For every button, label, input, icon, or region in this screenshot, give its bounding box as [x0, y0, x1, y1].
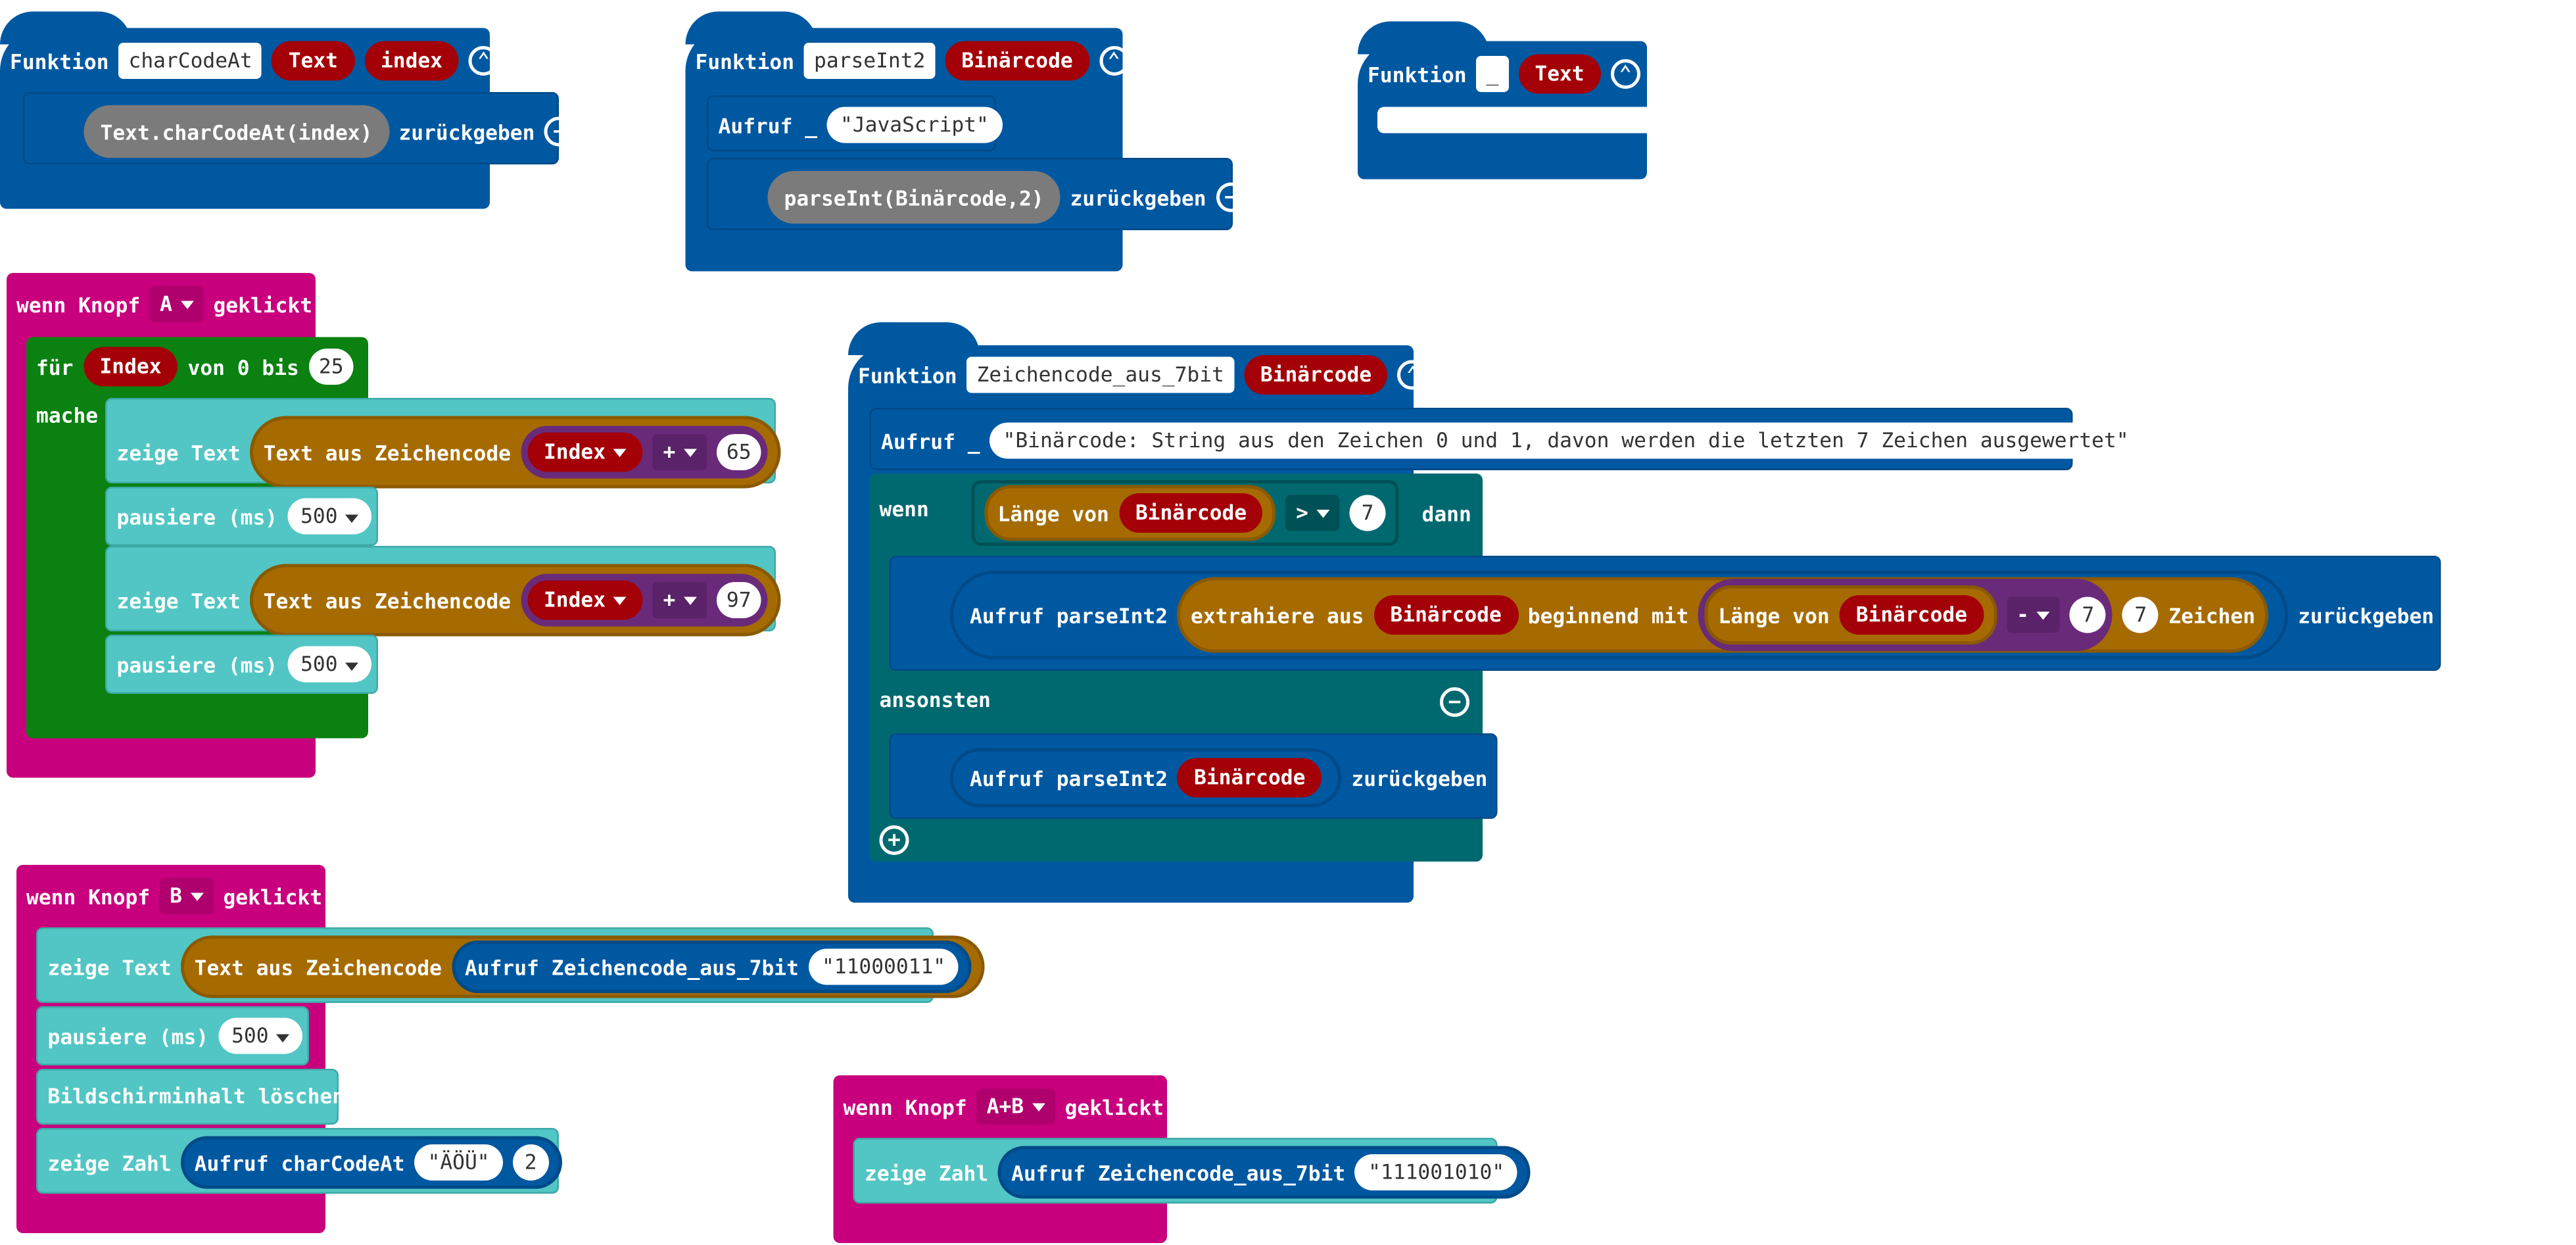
- binary-string-arg[interactable]: "11000011": [808, 948, 959, 985]
- call-parseint2[interactable]: Aufruf parseInt2 Binärcode: [950, 748, 1342, 808]
- pause-statement[interactable]: pausiere (ms) 500: [105, 635, 378, 694]
- clear-screen-statement[interactable]: Bildschirminhalt löschen: [36, 1069, 345, 1125]
- call-zeichencode[interactable]: Aufruf Zeichencode_aus_7bit "111001010": [998, 1146, 1531, 1199]
- call-string-arg[interactable]: "JavaScript": [827, 107, 1002, 143]
- plus-expression[interactable]: Index + 97: [520, 574, 768, 627]
- char-from-code[interactable]: Text aus Zeichencode Aufruf Zeichencode_…: [181, 935, 986, 998]
- js-expression[interactable]: parseInt(Binärcode,2): [767, 171, 1061, 224]
- number-7[interactable]: 7: [1349, 495, 1386, 531]
- function-name-field[interactable]: Zeichencode_aus_7bit: [966, 356, 1234, 393]
- operator-dropdown[interactable]: +: [653, 434, 707, 470]
- return-statement[interactable]: Text.charCodeAt(index) zurückgeben −: [23, 92, 575, 164]
- operator-dropdown[interactable]: -: [2007, 597, 2061, 633]
- param-text[interactable]: Text: [1518, 54, 1601, 94]
- call-comment-statement[interactable]: Aufruf _ "JavaScript": [707, 95, 1002, 151]
- remove-icon[interactable]: −: [544, 116, 575, 147]
- show-text-statement[interactable]: zeige Text Text aus Zeichencode Index + …: [105, 546, 781, 637]
- remove-icon[interactable]: −: [2444, 600, 2474, 630]
- call-comment-statement[interactable]: Aufruf _ "Binärcode: String aus den Zeic…: [869, 408, 2142, 470]
- remove-icon[interactable]: −: [1497, 763, 1527, 793]
- param-index[interactable]: index: [364, 41, 460, 81]
- number-7[interactable]: 7: [2070, 597, 2107, 633]
- index-number-arg[interactable]: 2: [512, 1144, 549, 1181]
- binary-string-arg[interactable]: "111001010": [1355, 1154, 1518, 1190]
- return-statement[interactable]: Aufruf parseInt2 extrahiere aus Binärcod…: [889, 556, 2474, 671]
- pause-statement[interactable]: pausiere (ms) 500: [36, 1006, 309, 1065]
- index-variable[interactable]: Index: [527, 432, 644, 472]
- param-binaercode[interactable]: Binärcode: [945, 41, 1089, 81]
- js-expression[interactable]: Text.charCodeAt(index): [83, 105, 389, 158]
- show-text-statement[interactable]: zeige Text Text aus Zeichencode Index + …: [105, 398, 781, 489]
- index-variable[interactable]: Index: [527, 580, 644, 620]
- function-keyword: Funktion: [695, 48, 795, 74]
- collapse-icon[interactable]: ⌃: [1610, 59, 1640, 89]
- function-name-field[interactable]: charCodeAt: [118, 43, 262, 79]
- function-underscore-block[interactable]: Funktion _ Text ⌃: [1358, 21, 1647, 180]
- call-parseint2[interactable]: Aufruf parseInt2 extrahiere aus Binärcod…: [950, 570, 2289, 660]
- return-statement[interactable]: Aufruf parseInt2 Binärcode zurückgeben −: [889, 733, 1527, 819]
- char-from-code[interactable]: Text aus Zeichencode Index + 65: [250, 416, 781, 489]
- plus-expression[interactable]: Index + 65: [520, 426, 768, 479]
- pause-statement[interactable]: pausiere (ms) 500: [105, 487, 378, 546]
- minus-expression[interactable]: Länge von Binärcode - 7: [1698, 579, 2113, 651]
- collapse-icon[interactable]: ⌃: [469, 46, 499, 76]
- number-65[interactable]: 65: [716, 434, 761, 470]
- binaercode-variable[interactable]: Binärcode: [1118, 493, 1264, 533]
- umlaut-string-arg[interactable]: "ÄÖÜ": [414, 1144, 503, 1181]
- number-97[interactable]: 97: [716, 582, 761, 618]
- binaercode-variable[interactable]: Binärcode: [1178, 758, 1322, 798]
- call-string-arg[interactable]: "Binärcode: String aus den Zeichen 0 und…: [990, 422, 2142, 459]
- button-dropdown[interactable]: B: [160, 878, 214, 914]
- show-number-statement[interactable]: zeige Zahl Aufruf charCodeAt "ÄÖÜ" 2: [36, 1128, 562, 1194]
- char-from-code[interactable]: Text aus Zeichencode Index + 97: [250, 564, 781, 637]
- button-dropdown[interactable]: A: [150, 286, 204, 322]
- loop-end-number[interactable]: 25: [308, 349, 354, 385]
- length-of[interactable]: Länge von Binärcode: [984, 485, 1277, 541]
- return-statement[interactable]: parseInt(Binärcode,2) zurückgeben −: [707, 158, 1246, 230]
- return-label: zurückgeben: [398, 119, 535, 144]
- binaercode-variable[interactable]: Binärcode: [1839, 595, 1984, 635]
- collapse-icon[interactable]: ⌃: [1398, 360, 1428, 390]
- loop-variable[interactable]: Index: [83, 347, 178, 387]
- function-name-field[interactable]: parseInt2: [804, 43, 936, 79]
- binaercode-variable[interactable]: Binärcode: [1373, 595, 1518, 635]
- length-of[interactable]: Länge von Binärcode: [1705, 585, 1997, 645]
- number-7-count[interactable]: 7: [2122, 597, 2159, 633]
- compare-expression[interactable]: Länge von Binärcode > 7: [971, 480, 1399, 546]
- function-name-field[interactable]: _: [1476, 56, 1509, 92]
- pause-dropdown[interactable]: 500: [218, 1017, 304, 1054]
- pause-dropdown[interactable]: 500: [287, 646, 373, 683]
- param-text[interactable]: Text: [272, 41, 354, 81]
- add-else-icon[interactable]: +: [879, 825, 909, 855]
- show-text-statement[interactable]: zeige Text Text aus Zeichencode Aufruf Z…: [36, 927, 986, 1003]
- operator-dropdown[interactable]: +: [653, 582, 707, 618]
- remove-else-icon[interactable]: −: [1440, 687, 1469, 717]
- call-zeichencode[interactable]: Aufruf Zeichencode_aus_7bit "11000011": [451, 940, 972, 993]
- show-number-statement[interactable]: zeige Zahl Aufruf Zeichencode_aus_7bit "…: [853, 1138, 1531, 1204]
- call-charcodeat[interactable]: Aufruf charCodeAt "ÄÖÜ" 2: [181, 1136, 562, 1189]
- substring-expression[interactable]: extrahiere aus Binärcode beginnend mit L…: [1178, 577, 2269, 653]
- param-binaercode[interactable]: Binärcode: [1243, 355, 1389, 395]
- pause-dropdown[interactable]: 500: [287, 498, 373, 535]
- collapse-icon[interactable]: ⌃: [1099, 46, 1129, 76]
- compare-operator-dropdown[interactable]: >: [1286, 495, 1340, 531]
- function-keyword: Funktion: [10, 48, 109, 74]
- button-dropdown[interactable]: A+B: [976, 1088, 1055, 1125]
- remove-icon[interactable]: −: [1216, 182, 1246, 212]
